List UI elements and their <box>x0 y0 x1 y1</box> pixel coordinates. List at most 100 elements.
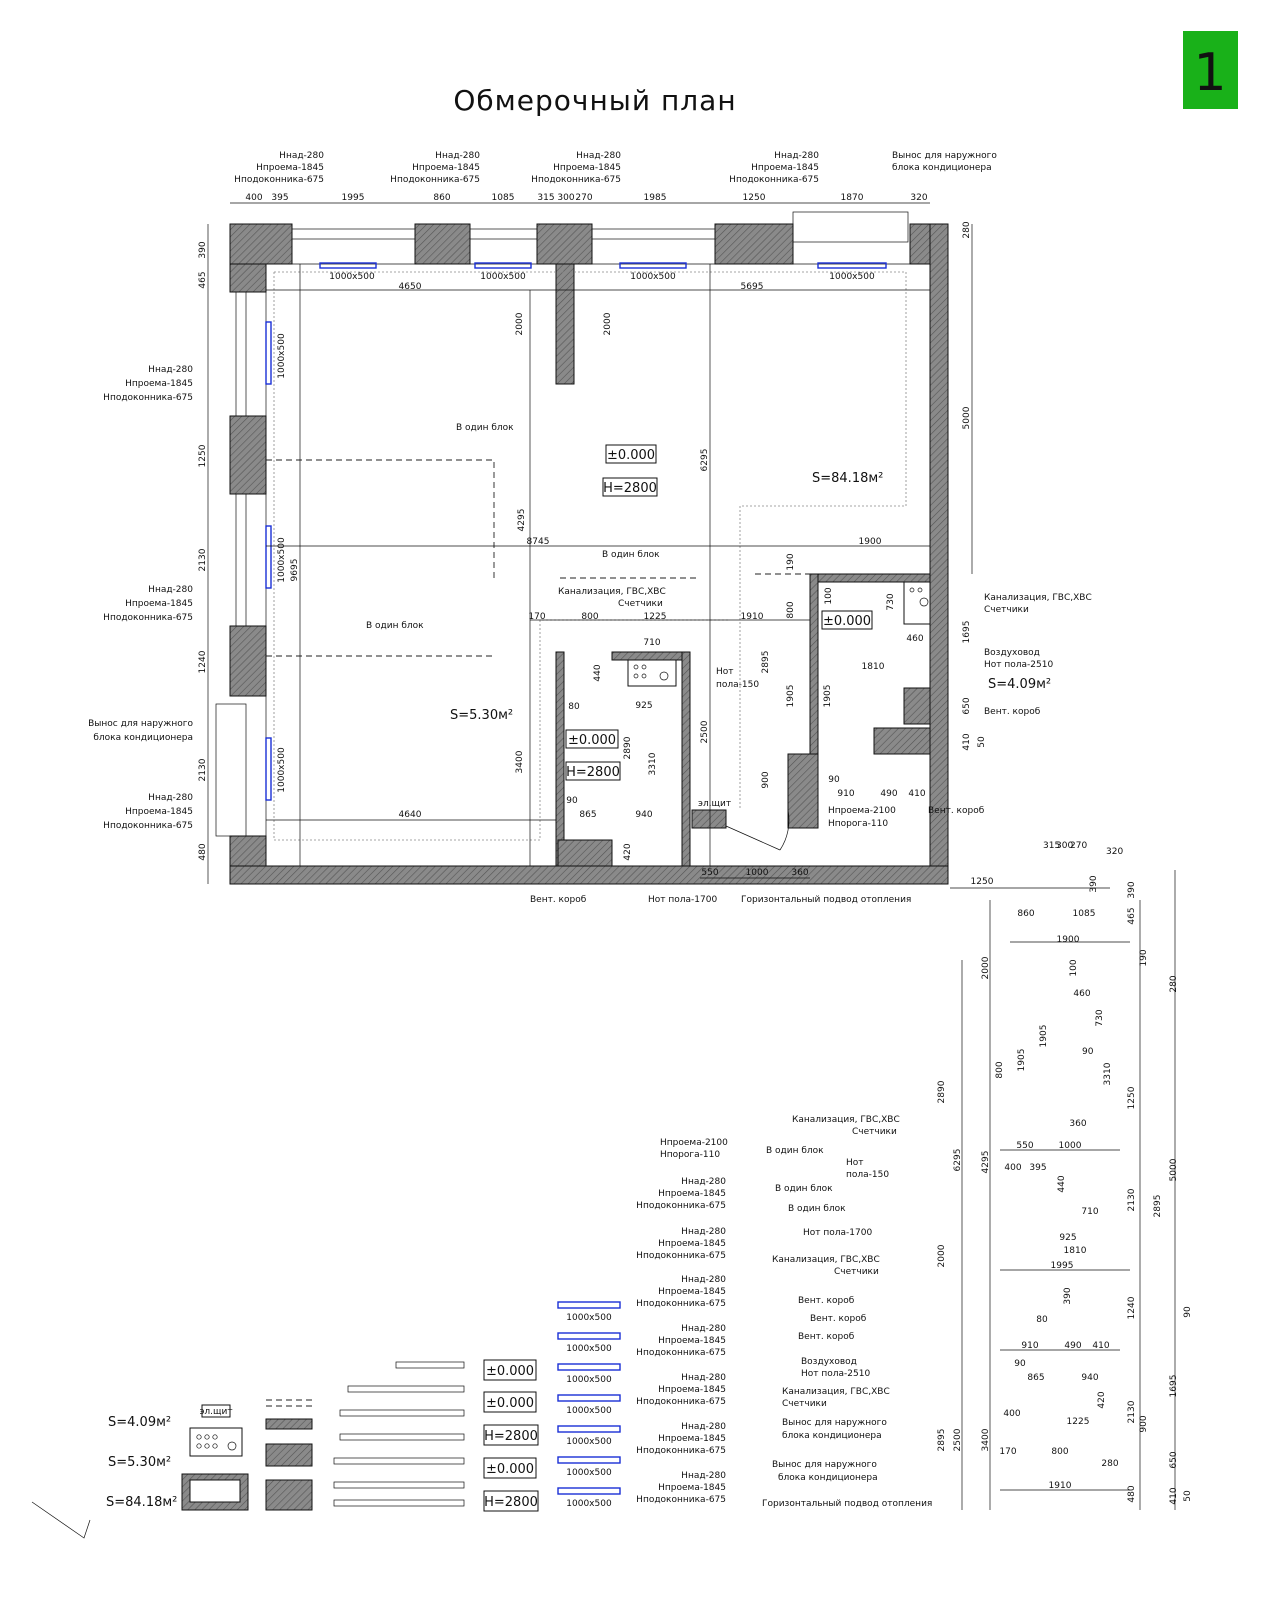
legend-dim: 440 <box>1057 1175 1067 1192</box>
note-text: Нот пола-2510 <box>801 1369 870 1379</box>
dimension-label: 315 <box>537 193 554 203</box>
window-legend <box>333 1361 465 1507</box>
dimension-label: 2130 <box>198 758 208 781</box>
legend-dim: 550 <box>1016 1141 1033 1151</box>
level-box <box>565 729 619 749</box>
wall-segment <box>787 753 819 829</box>
svg-text:Ннад-280: Ннад-280 <box>774 151 819 161</box>
legend-dim: 280 <box>1169 975 1179 992</box>
note-text: В один блок <box>766 1146 824 1156</box>
vent-note: Вент. короб <box>984 707 1041 717</box>
legend-dim: 650 <box>1169 1451 1179 1468</box>
svg-text:Нподоконника-675: Нподоконника-675 <box>103 393 193 403</box>
height-box <box>602 477 658 497</box>
legend-dim: 6295 <box>953 1149 963 1172</box>
area-legend: S=4.09м² S=5.30м² S=84.18м² <box>31 1415 177 1539</box>
legend-dim: 1695 <box>1169 1375 1179 1398</box>
panel-legend: эл.щит <box>181 1404 249 1511</box>
legend-dim: 320 <box>1106 847 1123 857</box>
dimension-label: 420 <box>623 843 633 860</box>
meter-icon <box>917 587 923 593</box>
radiator-label: 1000х500 <box>329 272 375 282</box>
dimension-label: 4295 <box>517 509 527 532</box>
dimension-label: 2000 <box>515 312 525 335</box>
note-text: В один блок <box>775 1184 833 1194</box>
dimension-label: 390 <box>198 241 208 258</box>
svg-text:Нпроема-1845: Нпроема-1845 <box>412 163 480 173</box>
dimension-label: 925 <box>635 701 652 711</box>
legend-dim: 1810 <box>1064 1246 1087 1256</box>
legend-dim: 1000 <box>1059 1141 1082 1151</box>
legend-dim: 465 <box>1127 907 1137 924</box>
legend-dim: 2890 <box>937 1080 947 1103</box>
legend-dim: 490 <box>1064 1341 1081 1351</box>
svg-text:Нпроема-1845: Нпроема-1845 <box>125 599 193 609</box>
svg-text:1000х500: 1000х500 <box>566 1499 612 1509</box>
dimension-label: 400 <box>245 193 262 203</box>
svg-text:Ннад-280: Ннад-280 <box>148 585 193 595</box>
dimension-label: 1910 <box>741 612 764 622</box>
note-text: Счетчики <box>782 1399 827 1409</box>
svg-text:Нподоконника-675: Нподоконника-675 <box>234 175 324 185</box>
wall-segment <box>229 625 267 697</box>
svg-text:H=2800: H=2800 <box>484 1495 538 1510</box>
dimension-label: 1905 <box>786 685 796 708</box>
dimension-label: 300 <box>557 193 574 203</box>
dimension-label: 280 <box>962 221 972 238</box>
radiator-icon <box>265 525 272 589</box>
radiator-icon <box>817 262 887 269</box>
radiator-label: 1000х500 <box>277 537 287 583</box>
svg-text:Нпроема-1845: Нпроема-1845 <box>658 1385 726 1395</box>
svg-text:±0.000: ±0.000 <box>486 1364 534 1379</box>
dimension-label: 465 <box>198 271 208 288</box>
svg-text:Нподоконника-675: Нподоконника-675 <box>390 175 480 185</box>
height-mark: H=2800 <box>603 481 657 496</box>
dimension-label: 395 <box>271 193 288 203</box>
wall-segment <box>809 573 931 583</box>
radiator-icon <box>265 737 272 801</box>
legend-dim: 480 <box>1127 1485 1137 1502</box>
legend-dim: 1085 <box>1073 909 1096 919</box>
legend-dim: 940 <box>1081 1373 1098 1383</box>
dimension-label: 4640 <box>399 810 422 820</box>
legend-dim: 2000 <box>981 956 991 979</box>
dimension-label: 1695 <box>962 621 972 644</box>
svg-text:Нпроема-1845: Нпроема-1845 <box>658 1287 726 1297</box>
note-text: Счетчики <box>852 1127 897 1137</box>
legend-dim: 1910 <box>1049 1481 1072 1491</box>
dimension-label: 9695 <box>290 559 300 582</box>
level-box <box>605 444 657 464</box>
dimension-label: 2500 <box>700 720 710 743</box>
legend-dim: 900 <box>1139 1415 1149 1432</box>
svg-text:S=84.18м²: S=84.18м² <box>106 1495 177 1510</box>
legend-dim: 100 <box>1069 959 1079 976</box>
wall-segment <box>229 415 267 495</box>
window-note: Ннад-280 Нпроема-1845 Нподоконника-675 <box>103 585 193 623</box>
duct-note: Воздуховод <box>984 648 1040 658</box>
svg-text:Ннад-280: Ннад-280 <box>576 151 621 161</box>
dimension-label: 410 <box>962 733 972 750</box>
svg-text:Нподоконника-675: Нподоконника-675 <box>729 175 819 185</box>
dimension-label: 5695 <box>741 282 764 292</box>
svg-text:Нподоконника-675: Нподоконника-675 <box>103 613 193 623</box>
svg-text:Нподоконника-675: Нподоконника-675 <box>636 1348 726 1358</box>
legend-dim: 390 <box>1063 1287 1073 1304</box>
window-frame <box>591 228 716 240</box>
window-note: Ннад-280 Нпроема-1845 Нподоконника-675 <box>103 365 193 403</box>
dimension-label: 4650 <box>399 282 422 292</box>
page-number-badge <box>1183 31 1238 109</box>
sheet-title: Обмерочный план <box>453 84 736 117</box>
legend-dim: 190 <box>1139 949 1149 966</box>
wall-segment <box>809 573 819 755</box>
wall-legend <box>265 1399 313 1511</box>
utility-panel <box>903 581 931 625</box>
svg-text:Нподоконника-675: Нподоконника-675 <box>636 1495 726 1505</box>
legend-dim: 1250 <box>1127 1086 1137 1109</box>
legend-dim: 1905 <box>1017 1049 1027 1072</box>
door-note: Нпроема-2100 <box>828 806 896 816</box>
dimension-label: 800 <box>581 612 598 622</box>
svg-text:S=4.09м²: S=4.09м² <box>108 1415 171 1430</box>
window-frame <box>291 228 416 240</box>
dimension-label: 3310 <box>648 752 658 775</box>
note-text: блока кондиционера <box>782 1431 882 1441</box>
